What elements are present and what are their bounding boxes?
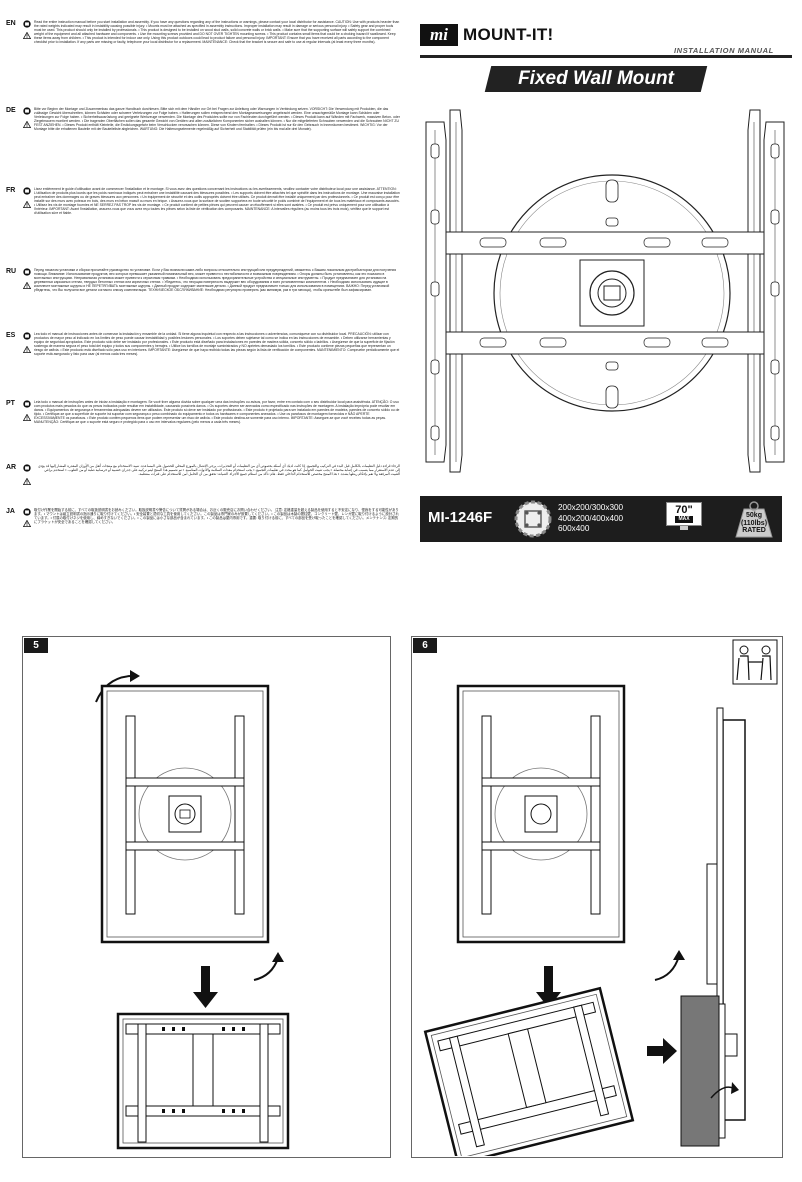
lang-text: Lisez entièrement le guide d'utilisation… (34, 187, 400, 216)
lang-code: ES (6, 332, 16, 339)
book-icon (23, 187, 31, 195)
lang-code: FR (6, 187, 16, 194)
warning-icon (23, 478, 31, 485)
warning-icon (23, 282, 31, 289)
warning-icon (23, 414, 31, 421)
lang-code: RU (6, 268, 17, 275)
step-5-badge: 5 (24, 638, 48, 653)
max-size-badge: 70" MAX (666, 502, 702, 534)
mount-front-drawing (425, 109, 785, 473)
book-icon (23, 20, 31, 28)
step-5-panel (22, 636, 391, 1158)
book-icon (23, 268, 31, 276)
lang-block-es: ES Lea todo el manual de instrucciones a… (6, 332, 400, 396)
tv-icon (666, 502, 702, 526)
book-icon (23, 400, 31, 408)
warning-icon (23, 32, 31, 39)
vesa-gear-icon (514, 500, 552, 538)
manual-label: INSTALLATION MANUAL (674, 46, 774, 55)
header-rule (420, 55, 792, 58)
lang-block-ar: AR الرجاء قراءة دليل التعليمات بالكامل ق… (6, 464, 400, 506)
weight-badge: 50kg (110lbs) RATED (734, 499, 774, 539)
lang-code: AR (6, 464, 17, 471)
lang-block-en: EN Read the entire instruction manual be… (6, 20, 400, 90)
warning-icon (23, 520, 31, 527)
lang-text: Перед началом установки и сборки прочита… (34, 268, 397, 293)
lang-code: JA (6, 508, 15, 515)
lang-text: الرجاء قراءة دليل التعليمات بالكامل قبل … (37, 464, 400, 477)
warning-icon (23, 201, 31, 208)
lang-code: DE (6, 107, 16, 114)
spec-band (420, 496, 782, 542)
title-banner: Fixed Wall Mount (484, 66, 708, 92)
step-6-panel (411, 636, 783, 1158)
lang-text: 取付け作業を開始する前に、すべての取扱説明書をお読みください。取扱説明書や警告に… (34, 508, 399, 525)
book-icon (23, 508, 31, 516)
lang-block-ja: JA 取付け作業を開始する前に、すべての取扱説明書をお読みください。取扱説明書や… (6, 508, 400, 554)
lang-block-pt: PT Leia todo o manual de instruções ante… (6, 400, 400, 460)
warning-icon (23, 346, 31, 353)
book-icon (23, 464, 31, 472)
lang-block-fr: FR Lisez entièrement le guide d'utilisat… (6, 187, 400, 265)
lang-code: PT (6, 400, 15, 407)
vesa-sizes: 200x200/300x300 400x200/400x400 600x400 (558, 503, 624, 533)
page-title: Fixed Wall Mount (518, 68, 674, 89)
model-number: MI-1246F (428, 509, 493, 526)
step-6-drawing (423, 639, 778, 1156)
lang-code: EN (6, 20, 16, 27)
brand-name: MOUNT-IT! (463, 25, 554, 44)
step-5-drawing (95, 670, 290, 1150)
lang-text: Leia todo o manual de instruções antes d… (34, 400, 400, 425)
weight-icon (735, 501, 773, 538)
lang-text: Read the entire instruction manual befor… (34, 20, 400, 45)
lang-text: Lea todo el manual de instrucciones ante… (34, 332, 400, 357)
lang-text: Bitte vor Beginn der Montage und Zusamme… (34, 107, 400, 132)
brand-logo: mi (420, 24, 458, 46)
book-icon (23, 332, 31, 340)
warning-icon (23, 121, 31, 128)
lang-block-de: DE Bitte vor Beginn der Montage und Zusa… (6, 107, 400, 177)
step-6-badge: 6 (413, 638, 437, 653)
lang-block-ru: RU Перед началом установки и сборки проч… (6, 268, 400, 338)
two-person-icon (732, 639, 778, 685)
book-icon (23, 107, 31, 115)
